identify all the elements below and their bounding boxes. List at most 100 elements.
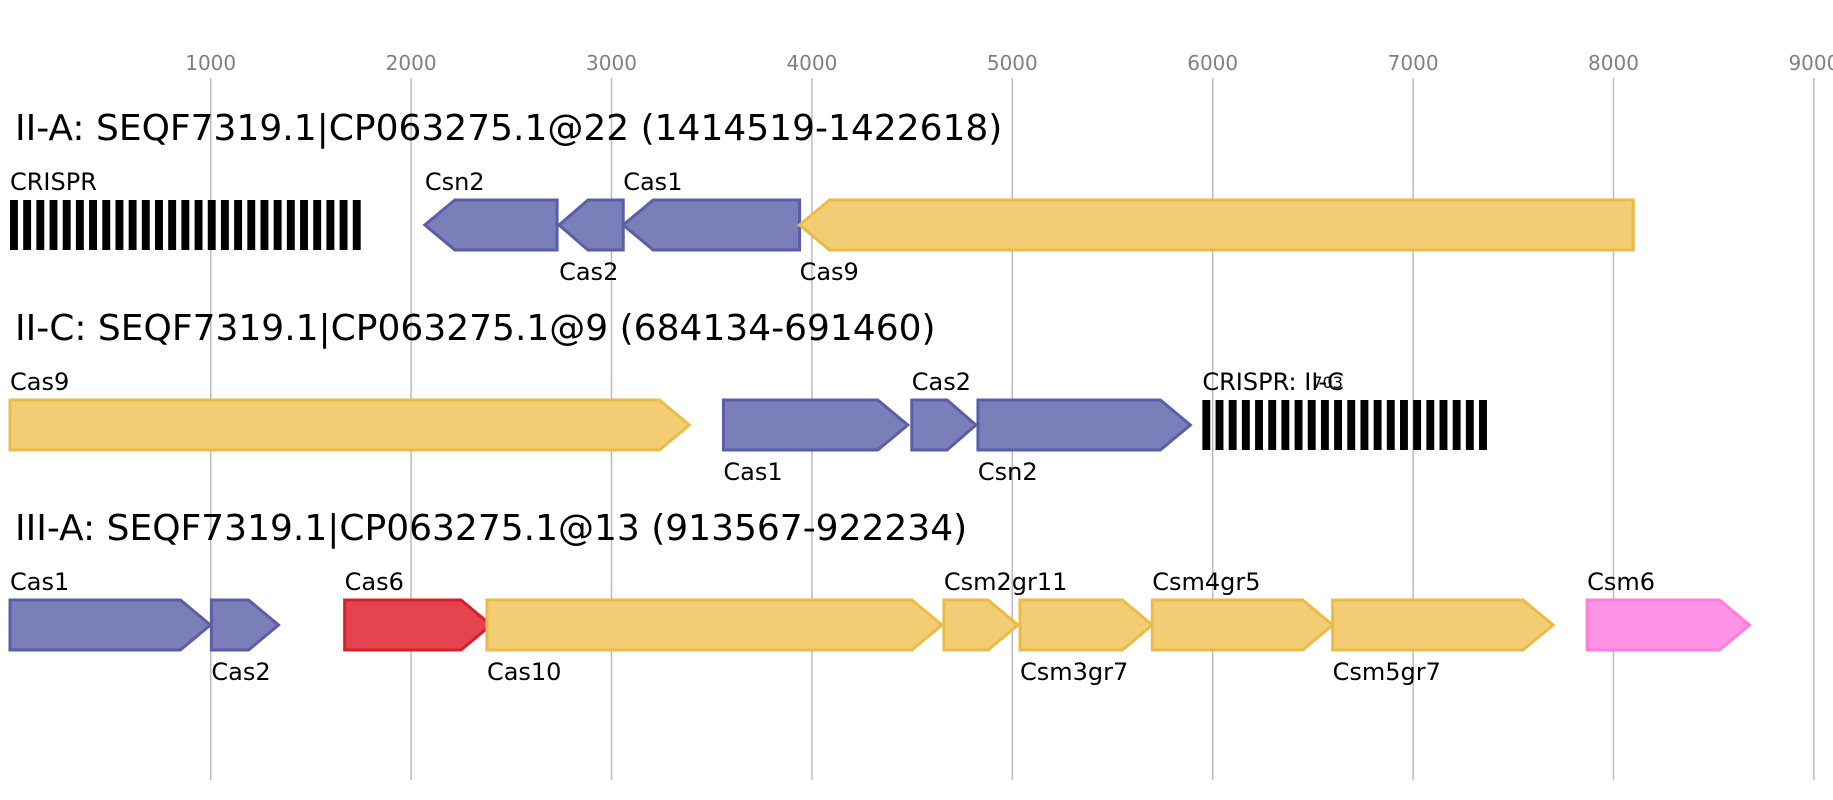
gene-arrow-cas1 [8, 598, 213, 652]
crispr-repeat [339, 200, 348, 250]
gene-arrow-cas2 [556, 198, 625, 252]
crispr-repeat [1399, 400, 1408, 450]
tick-label: 4000 [786, 51, 837, 75]
axis-ticks: 1000 2000 3000 4000 5000 6000 7000 8000 9000 [185, 51, 1833, 75]
crispr-repeat [1334, 400, 1343, 450]
crispr-repeat [1320, 400, 1329, 450]
gene-arrow-csn2 [976, 398, 1193, 452]
crispr-repeat [207, 200, 216, 250]
tick-label: 3000 [586, 51, 637, 75]
gene-arrow-cas1 [620, 198, 802, 252]
crispr-repeat [313, 200, 322, 250]
crispr-label: CRISPR [10, 168, 97, 196]
crispr-repeat [260, 200, 269, 250]
crispr-repeat [75, 200, 84, 250]
crispr-repeat [1268, 400, 1277, 450]
crispr-repeat [1360, 400, 1369, 450]
gene-arrow-cas6 [343, 598, 494, 652]
tick-label: 8000 [1588, 51, 1639, 75]
tick-label: 5000 [987, 51, 1038, 75]
gene-label: Csm3gr7 [1020, 658, 1128, 686]
gene-arrow-csm2gr11 [942, 598, 1021, 652]
crispr-repeat [102, 200, 111, 250]
crispr-repeat [1202, 400, 1211, 450]
gene-arrow-cas9 [8, 398, 692, 452]
crispr-repeat [1452, 400, 1461, 450]
crispr-repeat [1241, 400, 1250, 450]
track-title: II-C: SEQF7319.1|CP063275.1@9 (684134-69… [15, 308, 936, 349]
crispr-repeat [234, 200, 243, 250]
gene-label: Cas9 [800, 258, 859, 286]
track-iii-a: III-A: SEQF7319.1|CP063275.1@13 (913567-… [8, 508, 1752, 686]
gene-arrow-cas1 [721, 398, 911, 452]
crispr-count-label: 703 [1312, 373, 1343, 392]
crispr-repeat [1294, 400, 1303, 450]
gene-label: Csm5gr7 [1333, 658, 1441, 686]
crispr-repeat [1386, 400, 1395, 450]
crispr-repeat [49, 200, 58, 250]
track-elements: Cas1Cas2Cas6Cas10Csm2gr11Csm3gr7Csm4gr5C… [8, 568, 1752, 686]
crispr-repeat [1228, 400, 1237, 450]
gene-arrow-csm5gr7 [1331, 598, 1556, 652]
tick-label: 6000 [1187, 51, 1238, 75]
crispr-repeat [220, 200, 229, 250]
gene-arrow-cas10 [485, 598, 945, 652]
track-ii-c: II-C: SEQF7319.1|CP063275.1@9 (684134-69… [8, 308, 1487, 486]
gene-label: Csm6 [1587, 568, 1655, 596]
crispr-repeat [36, 200, 45, 250]
crispr-repeat [326, 200, 335, 250]
gene-label: Cas1 [10, 568, 69, 596]
crispr-repeat [286, 200, 295, 250]
crispr-repeat [141, 200, 150, 250]
crispr-repeat [1347, 400, 1356, 450]
crispr-repeat [89, 200, 98, 250]
gene-arrow-cas2 [910, 398, 979, 452]
gene-arrow-cas2 [209, 598, 281, 652]
gene-arrow-cas9 [797, 198, 1635, 252]
gene-label: Cas2 [211, 658, 270, 686]
crispr-repeat [1413, 400, 1422, 450]
crispr-label: CRISPR: II-C [1202, 368, 1343, 396]
gene-label: Cas1 [723, 458, 782, 486]
gene-label: Csn2 [978, 458, 1038, 486]
crispr-repeat [1479, 400, 1487, 450]
crispr-repeat [1439, 400, 1448, 450]
tick-label: 2000 [386, 51, 437, 75]
gene-label: Cas10 [487, 658, 562, 686]
track-title: II-A: SEQF7319.1|CP063275.1@22 (1414519-… [15, 108, 1002, 149]
gene-arrow-csm6 [1585, 598, 1752, 652]
crispr-repeat [1426, 400, 1435, 450]
gene-label: Cas1 [623, 168, 682, 196]
gene-label: Cas2 [559, 258, 618, 286]
crispr-repeat [1215, 400, 1224, 450]
gene-arrow-csm4gr5 [1150, 598, 1335, 652]
tick-label: 1000 [185, 51, 236, 75]
crispr-repeat [23, 200, 32, 250]
track-ii-a: II-A: SEQF7319.1|CP063275.1@22 (1414519-… [10, 108, 1635, 286]
gene-label: Csn2 [425, 168, 485, 196]
gene-arrow-csm3gr7 [1018, 598, 1155, 652]
gene-label: Csm4gr5 [1152, 568, 1260, 596]
tick-label: 9000 [1788, 51, 1833, 75]
gene-arrow-csn2 [422, 198, 559, 252]
crispr-repeat [1255, 400, 1263, 450]
crispr-repeat [300, 200, 308, 250]
tick-label: 7000 [1388, 51, 1439, 75]
crispr-repeat [247, 200, 256, 250]
track-title: III-A: SEQF7319.1|CP063275.1@13 (913567-… [15, 508, 967, 549]
crispr-repeat [62, 200, 71, 250]
crispr-repeat [1465, 400, 1474, 450]
gene-label: Cas6 [345, 568, 404, 596]
crispr-repeat [128, 200, 137, 250]
crispr-repeat [1281, 400, 1290, 450]
gene-label: Cas9 [10, 368, 69, 396]
crispr-repeat [10, 200, 18, 250]
crispr-repeat [155, 200, 163, 250]
crispr-repeat [1373, 400, 1382, 450]
crispr-repeat [352, 200, 361, 250]
gene-label: Cas2 [912, 368, 971, 396]
crispr-repeat [1307, 400, 1316, 450]
